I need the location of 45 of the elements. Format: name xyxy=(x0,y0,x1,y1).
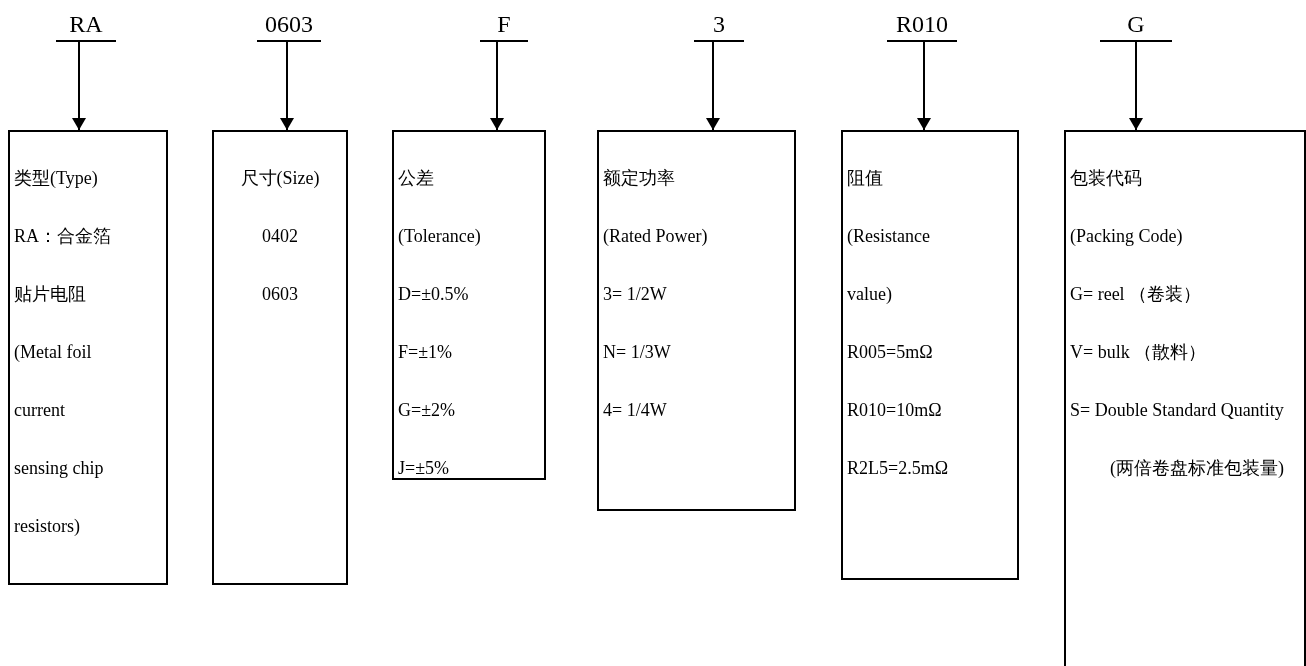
arrow xyxy=(490,41,504,131)
description-text: D=±0.5% xyxy=(398,283,470,306)
description-text: J=±5% xyxy=(398,457,451,480)
arrow xyxy=(1129,41,1143,131)
code-segment: 0603 xyxy=(257,8,321,42)
description-text: RA：合金箔贴片电阻 xyxy=(14,225,112,306)
description-text: 3= 1/2W xyxy=(603,283,668,306)
description-text: 公差 xyxy=(398,167,435,190)
description-box xyxy=(1064,130,1306,666)
code-segment: G xyxy=(1100,8,1172,42)
description-text: R005=5mΩ xyxy=(847,341,934,364)
arrow xyxy=(72,41,86,131)
description-text: 0402 xyxy=(261,225,299,248)
description-text: 额定功率 xyxy=(603,167,676,190)
description-text: (Metal foil current sensing chip resistors) xyxy=(14,341,105,538)
arrow xyxy=(280,41,294,131)
description-text: (Packing Code) xyxy=(1070,225,1184,248)
description-text: 类型(Type) xyxy=(14,167,99,190)
description-text: R2L5=2.5mΩ xyxy=(847,457,950,480)
description-text: 0603 xyxy=(261,283,299,306)
description-text: 阻值 xyxy=(847,167,884,190)
description-text: R010=10mΩ xyxy=(847,399,943,422)
description-text: 4= 1/4W xyxy=(603,399,668,422)
code-segment: RA xyxy=(56,8,116,42)
description-text: (Rated Power) xyxy=(603,225,709,248)
arrow xyxy=(706,41,720,131)
description-box xyxy=(841,130,1019,580)
description-box xyxy=(8,130,168,585)
description-text: (Resistance value) xyxy=(847,225,931,306)
description-text: G=±2% xyxy=(398,399,457,422)
description-text: F=±1% xyxy=(398,341,454,364)
description-text: (Tolerance) xyxy=(398,225,482,248)
description-text: 尺寸(Size) xyxy=(239,167,321,190)
description-text: 包装代码 xyxy=(1070,167,1143,190)
code-segment: R010 xyxy=(887,8,957,42)
description-text: S= Double Standard Quantity (两倍卷盘标准包装量) xyxy=(1070,399,1285,480)
description-text: G= reel （卷装） xyxy=(1070,283,1203,306)
description-box xyxy=(212,130,348,585)
code-segment: F xyxy=(480,8,528,42)
arrow xyxy=(917,41,931,131)
description-text: N= 1/3W xyxy=(603,341,672,364)
description-text: V= bulk （散料） xyxy=(1070,341,1208,364)
code-segment: 3 xyxy=(694,8,744,42)
description-box xyxy=(392,130,546,480)
description-box xyxy=(597,130,796,511)
